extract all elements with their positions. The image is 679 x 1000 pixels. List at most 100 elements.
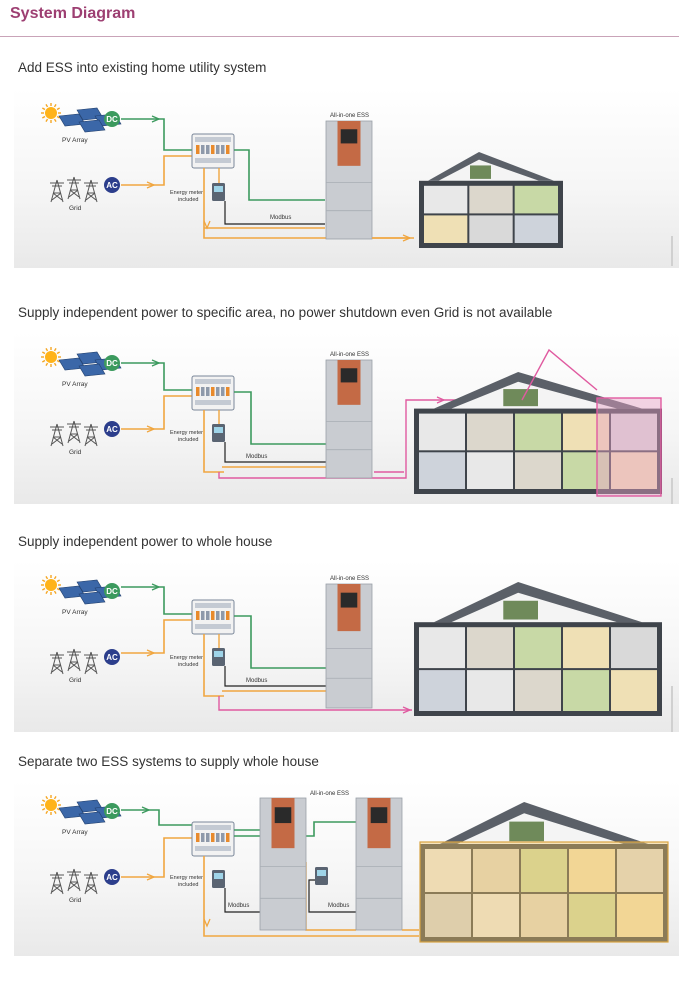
solar-panel-icon bbox=[58, 799, 122, 825]
meter-display bbox=[214, 651, 223, 657]
ac-wire bbox=[305, 862, 356, 931]
solar-cell bbox=[78, 591, 106, 605]
tower-frame bbox=[84, 651, 98, 675]
modbus-wire bbox=[224, 666, 326, 687]
sun-ray bbox=[45, 590, 49, 595]
power-tower-icon bbox=[67, 176, 81, 200]
energy-meter-label: Energy meter bbox=[170, 190, 203, 196]
cabinet-screen bbox=[370, 807, 388, 824]
dc-wire bbox=[121, 809, 192, 826]
ess-label: All-in-one ESS bbox=[310, 791, 349, 797]
grid-label: Grid bbox=[69, 205, 82, 212]
house-room bbox=[514, 215, 558, 243]
distribution-box bbox=[191, 133, 235, 169]
ac-wire bbox=[121, 837, 192, 878]
power-tower-icon bbox=[67, 420, 81, 444]
breaker-switch bbox=[226, 833, 230, 842]
house-illustration bbox=[414, 582, 662, 716]
sun-ray bbox=[56, 807, 61, 811]
energy-meter-label: Energy meter bbox=[170, 875, 203, 881]
breaker-switch bbox=[196, 145, 200, 154]
cabinet-screen bbox=[340, 592, 358, 608]
house-room bbox=[473, 849, 519, 892]
modbus-label: Modbus bbox=[246, 678, 267, 684]
energy-meter-icon bbox=[212, 183, 225, 201]
scrollbar-track[interactable] bbox=[671, 686, 673, 732]
breaker-switch bbox=[226, 387, 230, 396]
house-room bbox=[424, 215, 468, 243]
ac-badge bbox=[104, 649, 120, 665]
tower-frame bbox=[84, 179, 98, 203]
energy-meter-icon bbox=[212, 424, 225, 442]
house-room bbox=[467, 627, 513, 669]
tower-frame bbox=[67, 176, 81, 200]
tower-frame bbox=[67, 420, 81, 444]
sun-ray bbox=[45, 575, 49, 580]
house-room bbox=[469, 215, 513, 243]
box-rail bbox=[195, 603, 231, 608]
box-rail bbox=[195, 825, 231, 830]
house-room bbox=[425, 894, 471, 937]
ac-wire bbox=[203, 410, 224, 473]
power-tower-icon bbox=[50, 871, 64, 895]
ess-label: All-in-one ESS bbox=[330, 352, 369, 358]
house-room bbox=[563, 627, 609, 669]
breaker-switch bbox=[196, 833, 200, 842]
house-room bbox=[563, 413, 609, 451]
dc-badge bbox=[104, 355, 120, 371]
breaker-switch bbox=[216, 145, 220, 154]
ac-badge bbox=[104, 421, 120, 437]
box-rail bbox=[195, 137, 231, 142]
breaker-switch bbox=[201, 833, 205, 842]
cabinet-screen bbox=[340, 368, 358, 383]
ac-badge-label: AC bbox=[106, 873, 118, 882]
tower-frame bbox=[50, 423, 64, 447]
page-title: System Diagram bbox=[10, 5, 136, 22]
ess-cabinet bbox=[259, 797, 307, 931]
meter-display bbox=[214, 427, 223, 433]
house-room bbox=[515, 670, 561, 711]
backup-area-highlight bbox=[596, 397, 662, 497]
flow-arrow bbox=[151, 359, 161, 367]
ess-cabinet bbox=[325, 583, 373, 709]
dc-wire bbox=[121, 118, 192, 151]
house-room bbox=[419, 627, 465, 669]
flow-arrow bbox=[151, 115, 161, 123]
sun-ray bbox=[53, 362, 57, 367]
sun-ray bbox=[56, 579, 61, 583]
sun-ray bbox=[56, 587, 61, 591]
house-room bbox=[521, 849, 567, 892]
meter-display bbox=[317, 870, 326, 876]
section-title-1: Add ESS into existing home utility syste… bbox=[18, 60, 267, 75]
breaker-switch bbox=[206, 387, 210, 396]
dc-wire bbox=[121, 362, 192, 391]
sun-ray bbox=[41, 359, 46, 363]
scrollbar-track[interactable] bbox=[671, 236, 673, 266]
energy-meter-label: included bbox=[178, 437, 199, 443]
ess-label: All-in-one ESS bbox=[330, 113, 369, 119]
grid-label: Grid bbox=[69, 677, 82, 684]
flow-arrow bbox=[146, 181, 156, 189]
cabinet-screen bbox=[340, 129, 358, 144]
house-room bbox=[521, 894, 567, 937]
tower-frame bbox=[67, 648, 81, 672]
ac-badge bbox=[104, 869, 120, 885]
breaker-switch bbox=[206, 145, 210, 154]
dc-badge bbox=[104, 111, 120, 127]
breaker-switch bbox=[211, 387, 215, 396]
box-rail bbox=[195, 379, 231, 384]
flow-arrow bbox=[141, 806, 151, 814]
house-room bbox=[617, 849, 663, 892]
tower-frame bbox=[67, 868, 81, 892]
sun-ray bbox=[41, 587, 46, 591]
sun-ray bbox=[56, 107, 61, 111]
tower-frame bbox=[84, 423, 98, 447]
meter-display bbox=[214, 873, 223, 879]
tower-frame bbox=[50, 179, 64, 203]
house-illustration bbox=[414, 372, 662, 494]
scrollbar-track[interactable] bbox=[671, 478, 673, 504]
house-room bbox=[611, 670, 657, 711]
ac-wire bbox=[121, 155, 192, 186]
